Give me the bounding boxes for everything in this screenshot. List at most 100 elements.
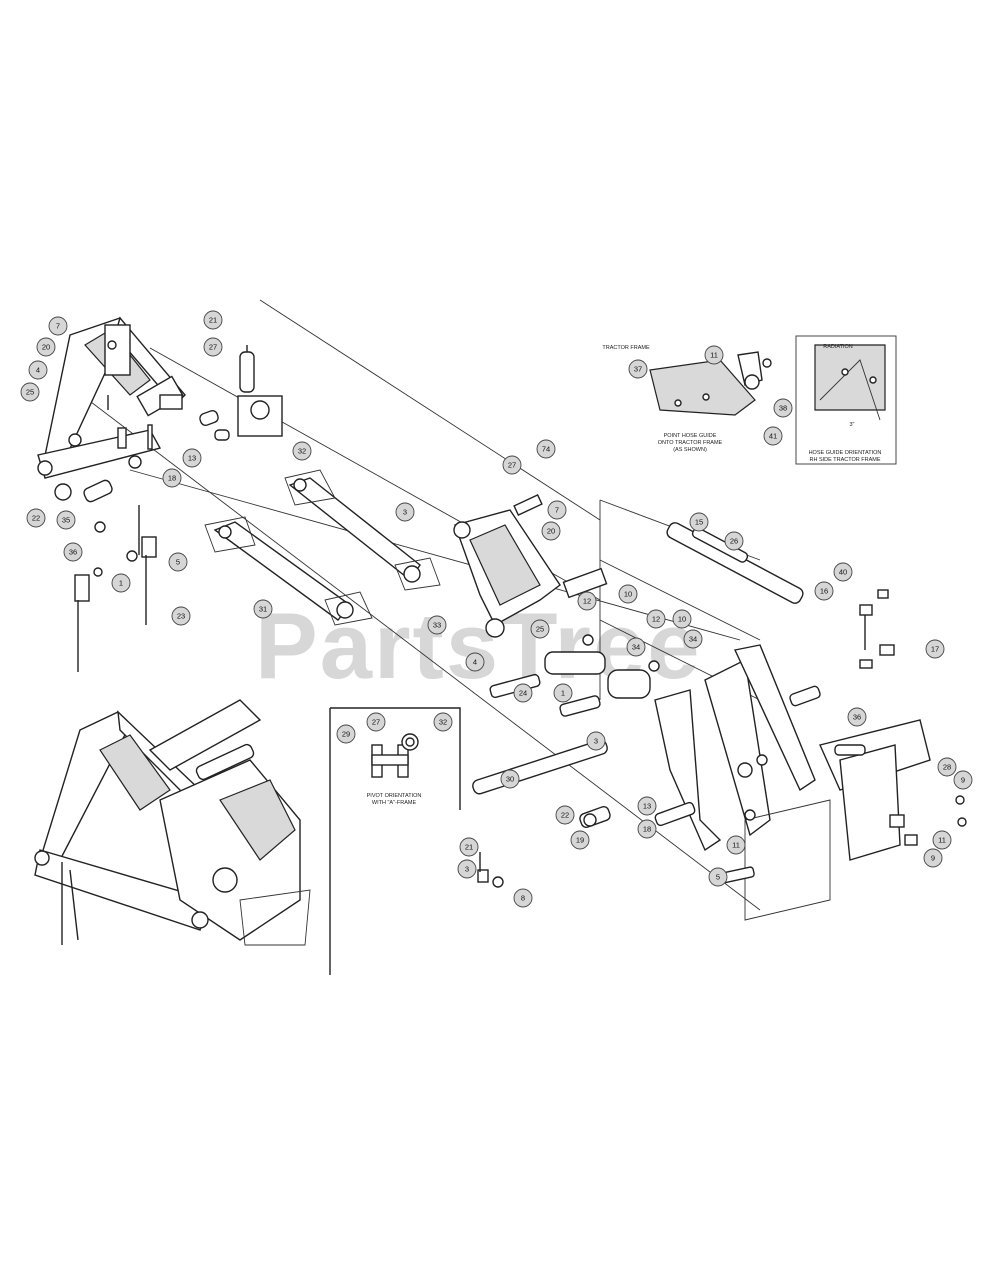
note-n5-line: RADIATION: [823, 344, 853, 350]
callout-number: 12: [583, 597, 591, 606]
callout-c36a: 36: [63, 542, 83, 562]
callout-number: 10: [678, 615, 686, 624]
callout-number: 32: [298, 447, 306, 456]
callout-balloon: [465, 652, 485, 672]
callout-number: 4: [473, 658, 477, 667]
callout-balloon: [763, 426, 783, 446]
callout-number: 11: [710, 351, 718, 360]
note-n2-line: POINT HOSE GUIDE: [664, 433, 717, 439]
callout-number: 18: [168, 474, 176, 483]
callout-number: 15: [695, 518, 703, 527]
callout-c7b: 7: [547, 500, 567, 520]
callout-balloon: [203, 310, 223, 330]
callout-number: 9: [961, 776, 965, 785]
callout-balloon: [513, 888, 533, 908]
callout-balloon: [570, 830, 590, 850]
callout-c3a: 3: [395, 502, 415, 522]
callout-c29: 29: [336, 724, 356, 744]
lift-arm-upper: [284, 469, 441, 591]
callout-balloon: [618, 584, 638, 604]
callout-balloon: [502, 455, 522, 475]
callout-c26: 26: [724, 531, 744, 551]
callout-number: 3: [594, 737, 598, 746]
callout-c15: 15: [689, 512, 709, 532]
right-mount-brackets: [654, 644, 931, 921]
callout-balloon: [555, 805, 575, 825]
callout-c11b: 11: [932, 830, 952, 850]
callout-number: 25: [26, 388, 34, 397]
callout-c7a: 7: [48, 316, 68, 336]
callout-balloon: [923, 848, 943, 868]
callout-number: 26: [730, 537, 738, 546]
callout-number: 37: [634, 365, 642, 374]
callout-c74: 74: [536, 439, 556, 459]
callout-balloon: [646, 609, 666, 629]
callout-c4b: 4: [465, 652, 485, 672]
callout-balloon: [708, 867, 728, 887]
callout-number: 22: [561, 811, 569, 820]
callout-number: 27: [372, 718, 380, 727]
callout-balloon: [553, 683, 573, 703]
callout-c27a: 27: [203, 337, 223, 357]
callout-number: 25: [536, 625, 544, 634]
callout-number: 11: [732, 841, 740, 850]
callout-balloon: [689, 512, 709, 532]
callout-number: 23: [177, 612, 185, 621]
callout-balloon: [626, 637, 646, 657]
callout-c1a: 1: [111, 573, 131, 593]
callout-balloon: [28, 360, 48, 380]
callout-number: 34: [689, 635, 697, 644]
callout-number: 11: [938, 836, 946, 845]
callout-balloon: [724, 531, 744, 551]
callout-balloon: [547, 500, 567, 520]
a-frame-assembly: [37, 316, 186, 479]
callout-balloon: [168, 552, 188, 572]
callout-number: 3: [465, 865, 469, 874]
callout-c35a: 35: [56, 510, 76, 530]
callout-c24: 24: [513, 683, 533, 703]
callout-c30: 30: [500, 769, 520, 789]
callout-number: 1: [561, 689, 565, 698]
callout-number: 19: [576, 836, 584, 845]
inset-pivot-orientation: [329, 707, 461, 975]
note-n3-line: RH SIDE TRACTOR FRAME: [810, 457, 881, 463]
callout-c25b: 25: [530, 619, 550, 639]
callout-c23a: 23: [171, 606, 191, 626]
callout-number: 28: [943, 763, 951, 772]
note-n2-line: (AS SHOWN): [673, 447, 707, 453]
callout-c25a: 25: [20, 382, 40, 402]
callout-c17: 17: [925, 639, 945, 659]
callout-c3c: 3: [457, 859, 477, 879]
callout-balloon: [457, 859, 477, 879]
callout-c9a: 9: [953, 770, 973, 790]
callout-number: 4: [36, 366, 40, 375]
callout-balloon: [459, 837, 479, 857]
lift-arm-lower: [204, 516, 373, 626]
callout-number: 9: [931, 854, 935, 863]
callout-balloon: [20, 382, 40, 402]
callout-number: 38: [779, 404, 787, 413]
callout-c20a: 20: [36, 337, 56, 357]
left-small-parts: [54, 424, 157, 672]
callout-c27c: 27: [366, 712, 386, 732]
callout-c13b: 13: [637, 796, 657, 816]
callout-c19: 19: [570, 830, 590, 850]
callout-c3b: 3: [586, 731, 606, 751]
callout-c11c: 11: [704, 345, 724, 365]
callout-balloon: [63, 542, 83, 562]
callout-balloon: [366, 712, 386, 732]
callout-number: 13: [188, 454, 196, 463]
callout-number: 20: [547, 527, 555, 536]
callout-balloon: [171, 606, 191, 626]
callout-c37: 37: [628, 359, 648, 379]
callout-c31a: 31: [253, 599, 273, 619]
callout-balloon: [56, 510, 76, 530]
callout-number: 40: [839, 568, 847, 577]
callout-number: 36: [853, 713, 861, 722]
callout-number: 5: [716, 873, 720, 882]
callout-number: 34: [632, 643, 640, 652]
callout-balloon: [847, 707, 867, 727]
note-n3-line: HOSE GUIDE ORIENTATION: [809, 450, 882, 456]
